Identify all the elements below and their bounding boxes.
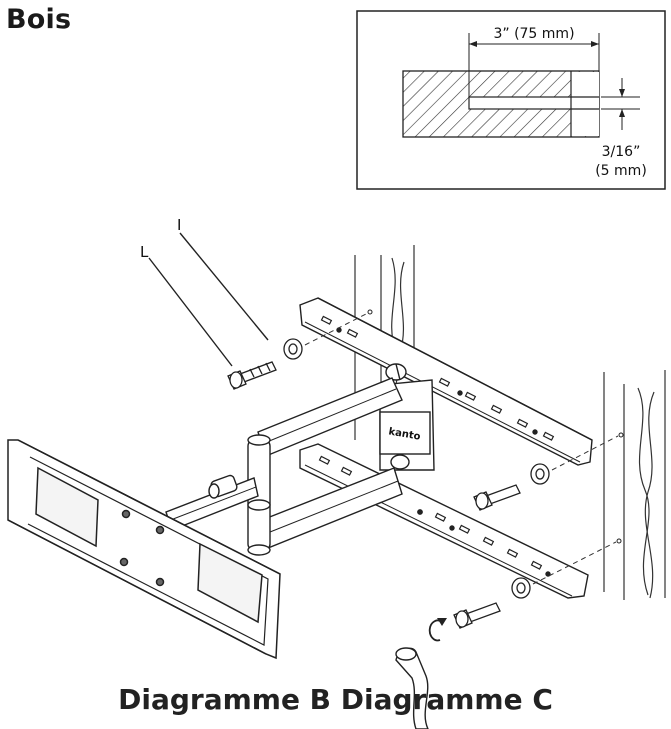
callout-label-i: I: [177, 216, 181, 234]
wall-plate-upper-rail: [299, 297, 593, 466]
lag-bolt-lower: [453, 602, 501, 629]
washer-middle: [530, 463, 550, 485]
washer-upper: [283, 338, 303, 360]
width-dimension-label: 3” (75 mm): [493, 26, 574, 42]
swing-arms: [165, 377, 403, 556]
rotate-clockwise-icon: [428, 618, 447, 642]
tv-bracket-panel: [7, 439, 281, 660]
lag-bolt-upper: [227, 361, 277, 390]
socket-wrench-icon: [395, 647, 429, 729]
drill-depth-inset: 3” (75 mm) 3/16” (5 mm): [356, 10, 666, 190]
depth-dimension-label-mm: (5 mm): [595, 163, 647, 179]
lag-bolt-middle: [473, 484, 521, 511]
callout-label-l: L: [140, 243, 149, 261]
section-title: Bois: [6, 4, 72, 35]
diagram-caption: Diagramme B Diagramme C: [118, 683, 553, 716]
washer-lower: [511, 577, 531, 599]
callout-leaders: [148, 232, 269, 367]
depth-dimension-label: 3/16”: [602, 144, 641, 160]
